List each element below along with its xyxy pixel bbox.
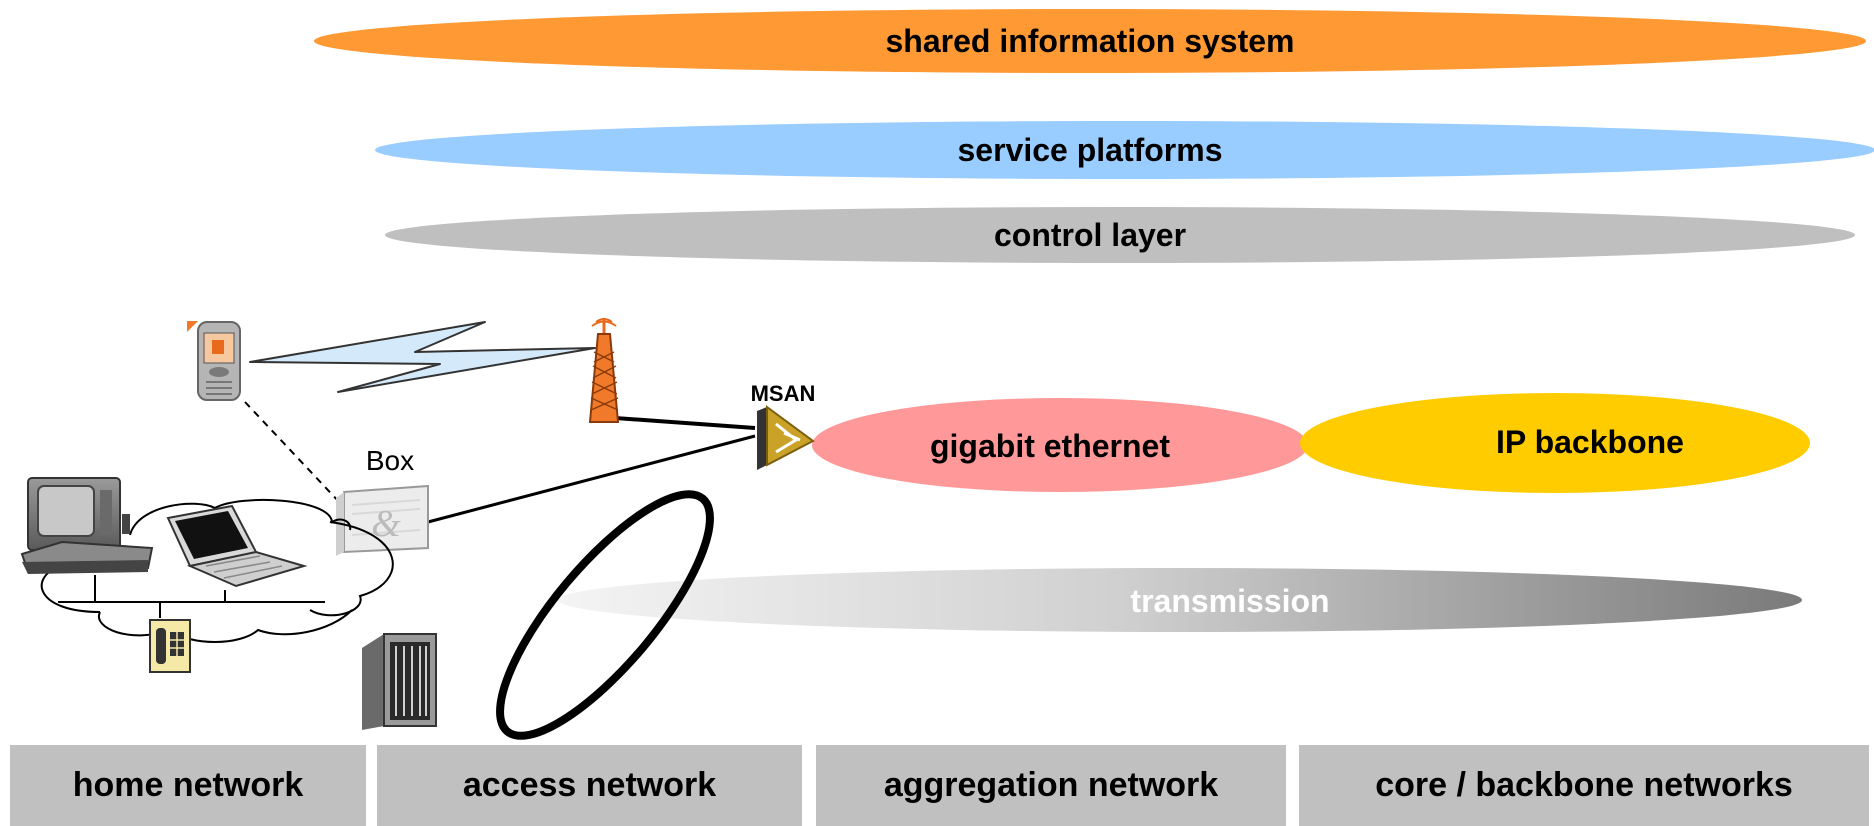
segment-aggregation-network: aggregation network xyxy=(816,745,1286,826)
segment-core-backbone-networks: core / backbone networks xyxy=(1299,745,1869,826)
service-platforms-layer xyxy=(375,121,1874,179)
fiber-loop xyxy=(496,490,714,740)
box-logo-text: & xyxy=(371,503,401,545)
segment-home-network: home network xyxy=(10,745,366,826)
home-network-cloud-bottom xyxy=(97,609,353,643)
service-platforms-label: service platforms xyxy=(957,132,1222,168)
box-router-icon: & xyxy=(336,484,429,556)
shared-information-system-label: shared information system xyxy=(886,23,1295,59)
mobile-phone-icon xyxy=(187,321,241,401)
server-rack-icon xyxy=(362,633,437,730)
cell-tower-icon xyxy=(588,318,620,423)
set-top-box-icon xyxy=(20,540,154,574)
segment-access-network: access network xyxy=(377,745,802,826)
control-layer xyxy=(385,207,1855,263)
control-layer-label: control layer xyxy=(994,217,1186,253)
desk-phone-icon xyxy=(149,619,191,673)
television-icon xyxy=(27,477,130,551)
tower-msan-link xyxy=(614,416,756,430)
laptop-icon xyxy=(166,504,308,588)
box-label: Box xyxy=(366,445,414,476)
transmission-label: transmission xyxy=(1130,583,1329,619)
transmission-layer xyxy=(558,568,1802,632)
msan-label: MSAN xyxy=(751,381,816,406)
home-network-cloud-top xyxy=(129,499,352,536)
ip-backbone-label: IP backbone xyxy=(1496,424,1684,460)
wireless-link xyxy=(249,321,596,393)
phone-box-dashed-link xyxy=(244,401,343,506)
ip-backbone-network xyxy=(1300,393,1810,493)
msan-icon xyxy=(757,405,815,470)
box-msan-link xyxy=(427,434,756,524)
gigabit-ethernet-label: gigabit ethernet xyxy=(930,428,1170,464)
home-network-cloud-right xyxy=(309,521,394,617)
shared-information-system-layer xyxy=(314,9,1866,73)
gigabit-ethernet-network xyxy=(812,398,1308,492)
